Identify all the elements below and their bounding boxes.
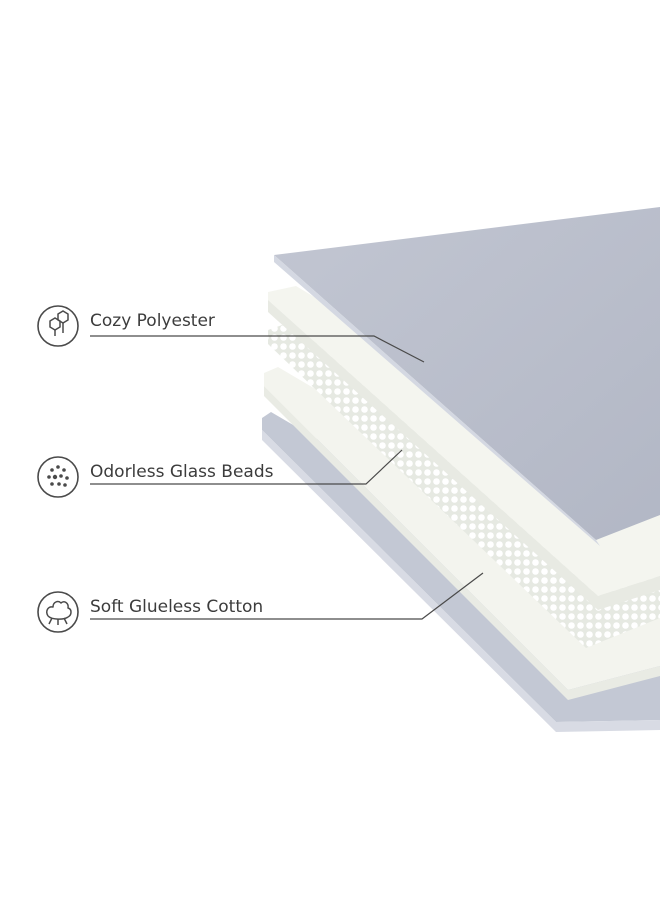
- cotton-icon-ring: [37, 591, 79, 633]
- molecule-icon: [49, 310, 69, 336]
- callout-label-cotton: Soft Glueless Cotton: [90, 597, 263, 617]
- leader-line-beads: [90, 449, 403, 485]
- callout-label-polyester: Cozy Polyester: [90, 311, 215, 331]
- callout-cotton: Soft Glueless Cotton: [37, 572, 484, 633]
- callout-beads: Odorless Glass Beads: [37, 449, 403, 498]
- callout-label-beads: Odorless Glass Beads: [90, 462, 274, 482]
- leader-line-polyester: [90, 335, 425, 363]
- polyester-icon-ring: [37, 305, 79, 347]
- top-polyester-layer: [274, 207, 660, 546]
- cotton-icon: [46, 600, 72, 625]
- beads-icon-ring: [37, 456, 79, 498]
- top-cotton-layer: [268, 286, 660, 610]
- beads-icon: [47, 465, 69, 487]
- leader-line-cotton: [90, 572, 484, 620]
- callout-polyester: Cozy Polyester: [37, 305, 425, 363]
